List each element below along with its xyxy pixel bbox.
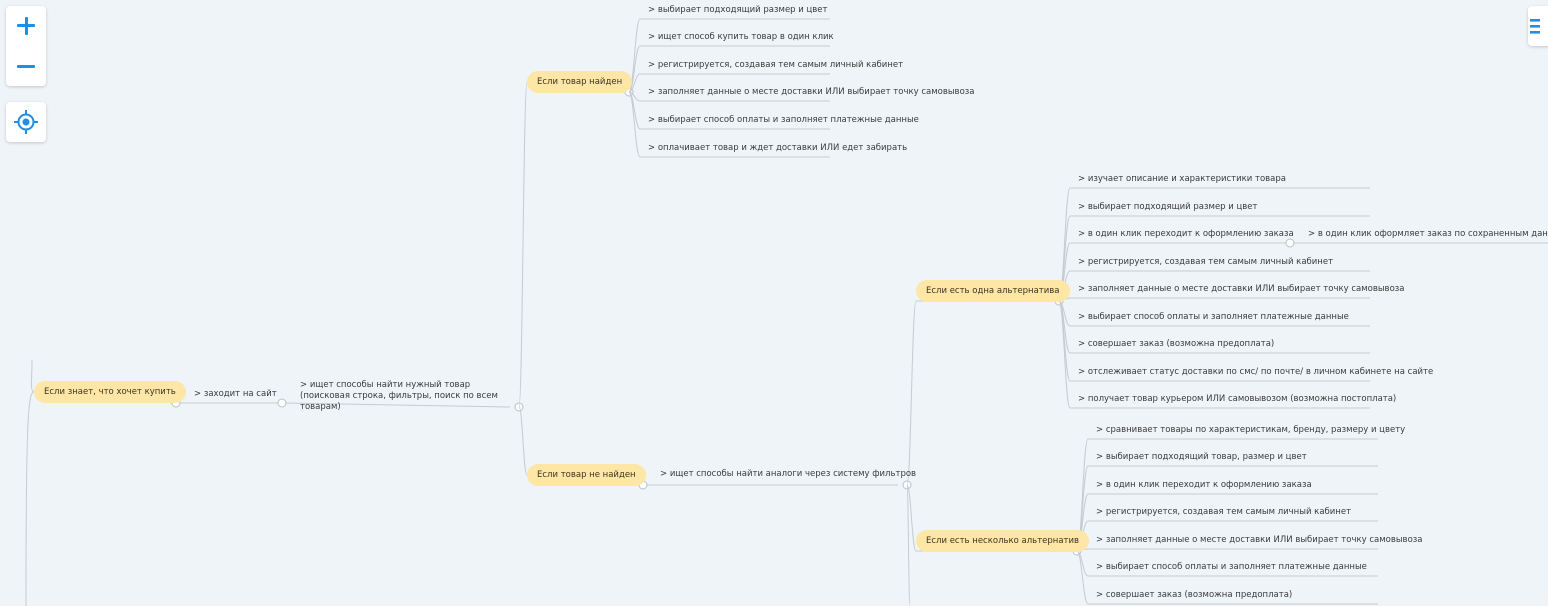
connector-line bbox=[906, 300, 1055, 486]
minus-icon-bar bbox=[17, 65, 35, 68]
list-item[interactable]: > сравнивает товары по характеристикам, … bbox=[1096, 425, 1406, 435]
connector-line bbox=[518, 81, 626, 408]
list-item[interactable]: > получает товар курьером ИЛИ самовывозо… bbox=[1078, 394, 1397, 404]
list-item[interactable]: > оплачивает товар и ждет доставки ИЛИ е… bbox=[648, 143, 908, 153]
zoom-controls bbox=[6, 6, 46, 86]
connector-line bbox=[285, 402, 511, 408]
list-item[interactable]: > выбирает способ оплаты и заполняет пла… bbox=[1096, 562, 1367, 572]
node-visit-site[interactable]: > заходит на сайт bbox=[194, 389, 277, 399]
menu-icon bbox=[1530, 19, 1540, 34]
center-view-button[interactable] bbox=[6, 102, 46, 142]
connector-line bbox=[1076, 550, 1378, 605]
node-item-not-found[interactable]: Если товар не найден bbox=[527, 464, 646, 486]
list-item[interactable]: > регистрируется, создавая тем самым лич… bbox=[1078, 257, 1334, 267]
connector-line bbox=[1058, 297, 1370, 302]
crosshair-icon bbox=[14, 110, 38, 134]
node-item-found[interactable]: Если товар найден bbox=[527, 71, 633, 93]
connector-line bbox=[628, 45, 830, 93]
connector-line bbox=[906, 484, 911, 606]
menu-button[interactable] bbox=[1528, 6, 1548, 46]
list-item[interactable]: > выбирает способ оплаты и заполняет пла… bbox=[648, 115, 919, 125]
connector-line bbox=[1058, 300, 1370, 409]
list-item[interactable]: > выбирает подходящий товар, размер и цв… bbox=[1096, 452, 1307, 462]
list-item[interactable]: > выбирает способ оплаты и заполняет пла… bbox=[1078, 312, 1349, 322]
node-search-methods[interactable]: > ищет способы найти нужный товар (поиск… bbox=[300, 380, 498, 412]
connector-line bbox=[906, 484, 1072, 552]
list-item[interactable]: > выбирает подходящий размер и цвет bbox=[648, 5, 828, 15]
list-item[interactable]: > изучает описание и характеристики това… bbox=[1078, 174, 1286, 184]
plus-icon-bar bbox=[24, 17, 28, 35]
list-item[interactable]: > регистрируется, создавая тем самым лич… bbox=[1096, 507, 1352, 517]
minus-icon[interactable] bbox=[6, 46, 46, 86]
connector-line bbox=[628, 18, 830, 93]
list-item[interactable]: > заполняет данные о месте доставки ИЛИ … bbox=[1078, 284, 1405, 294]
plus-icon[interactable] bbox=[6, 6, 46, 46]
node-several-alternatives[interactable]: Если есть несколько альтернатив bbox=[916, 530, 1090, 552]
list-item[interactable]: > отслеживает статус доставки по смс/ по… bbox=[1078, 367, 1434, 377]
list-item[interactable]: > заполняет данные о месте доставки ИЛИ … bbox=[1096, 535, 1423, 545]
connector-line bbox=[25, 391, 35, 606]
list-item[interactable]: > заполняет данные о месте доставки ИЛИ … bbox=[648, 87, 975, 97]
list-item[interactable]: > в один клик переходит к оформлению зак… bbox=[1096, 480, 1312, 490]
connector-line bbox=[31, 359, 35, 393]
node-find-analogs[interactable]: > ищет способы найти аналоги через систе… bbox=[660, 469, 917, 479]
list-item[interactable]: > ищет способ купить товар в один клик bbox=[648, 32, 834, 42]
connector-line bbox=[518, 406, 641, 486]
connector-line bbox=[628, 73, 830, 93]
list-item[interactable]: > совершает заказ (возможна предоплата) bbox=[1096, 590, 1293, 600]
node-one-click-order[interactable]: > в один клик оформляет заказ по сохране… bbox=[1308, 229, 1548, 239]
list-item[interactable]: > выбирает подходящий размер и цвет bbox=[1078, 202, 1258, 212]
connector-line bbox=[628, 91, 830, 158]
list-item[interactable]: > в один клик переходит к оформлению зак… bbox=[1078, 229, 1294, 239]
node-one-alternative[interactable]: Если есть одна альтернатива bbox=[916, 280, 1070, 302]
list-item[interactable]: > регистрируется, создавая тем самым лич… bbox=[648, 60, 904, 70]
node-collapse-handle[interactable] bbox=[277, 398, 287, 408]
list-item[interactable]: > совершает заказ (возможна предоплата) bbox=[1078, 339, 1275, 349]
node-root[interactable]: Если знает, что хочет купить bbox=[34, 381, 186, 403]
connector-line bbox=[1076, 548, 1378, 552]
